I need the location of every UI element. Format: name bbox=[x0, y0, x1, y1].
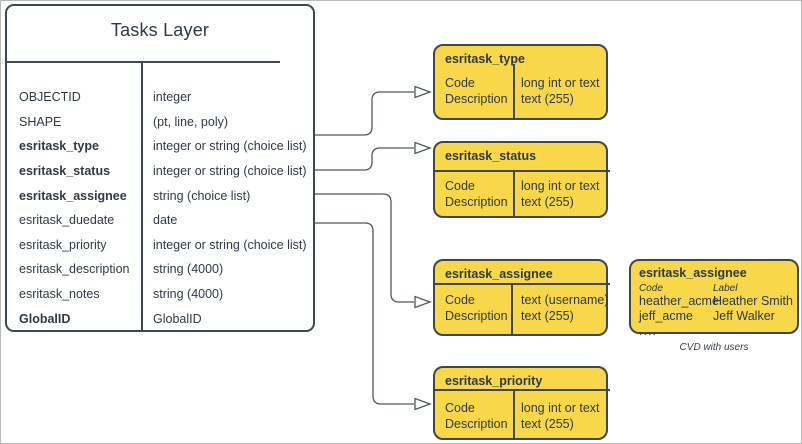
cvd-box-fields: Code Description bbox=[445, 75, 508, 107]
table-row: esritask_duedate date bbox=[7, 208, 311, 233]
field-name: OBJECTID bbox=[19, 90, 81, 105]
tasks-layer-column-divider bbox=[141, 61, 143, 330]
cvd-type: long int or text bbox=[521, 401, 600, 415]
cvd-box-esritask-type: esritask_type Code Description long int … bbox=[433, 44, 608, 120]
cvd-box-fields: Code Description bbox=[445, 400, 508, 432]
cvd-type: text (255) bbox=[521, 309, 574, 323]
field-name: esritask_type bbox=[19, 139, 99, 154]
field-name: GlobalID bbox=[19, 311, 71, 326]
cvd-box-title: esritask_assignee bbox=[445, 267, 553, 281]
user-code: heather_acme bbox=[639, 294, 719, 308]
field-type: integer bbox=[153, 90, 192, 105]
field-type: integer or string (choice list) bbox=[153, 237, 307, 252]
tasks-layer-table: Tasks Layer OBJECTID integer SHAPE (pt, … bbox=[5, 4, 315, 332]
cvd-type: text (255) bbox=[521, 417, 574, 431]
cvd-box-column-divider bbox=[513, 64, 515, 118]
field-type: integer or string (choice list) bbox=[153, 164, 307, 179]
cvd-box-types: long int or text text (255) bbox=[521, 75, 600, 107]
field-type: string (4000) bbox=[153, 262, 224, 277]
cvd-field: Description bbox=[445, 92, 508, 106]
user-code: jeff_acme bbox=[639, 309, 693, 323]
users-box-column-headers: Code Label bbox=[639, 283, 793, 294]
arrowhead-esritask-status-icon bbox=[414, 141, 432, 155]
list-item: heather_acme Heather Smith bbox=[639, 294, 795, 309]
cvd-field: Description bbox=[445, 309, 508, 323]
connector-esritask-status bbox=[315, 147, 414, 171]
connector-esritask-type bbox=[315, 91, 414, 136]
tasks-layer-title: Tasks Layer bbox=[110, 20, 210, 40]
cvd-type: long int or text bbox=[521, 76, 600, 90]
users-box-rows: heather_acme Heather Smith jeff_acme Jef… bbox=[639, 294, 795, 339]
users-ellipsis: .... bbox=[639, 324, 657, 338]
cvd-box-fields: Code Description bbox=[445, 178, 508, 210]
cvd-box-column-divider bbox=[513, 170, 515, 216]
field-type: string (4000) bbox=[153, 287, 224, 302]
list-item: jeff_acme Jeff Walker bbox=[639, 309, 795, 324]
field-name: esritask_notes bbox=[19, 287, 100, 302]
field-type: date bbox=[153, 213, 178, 228]
field-name: esritask_priority bbox=[19, 237, 107, 252]
cvd-box-column-divider bbox=[513, 389, 515, 438]
cvd-box-fields: Code Description bbox=[445, 292, 508, 324]
users-box-title: esritask_assignee bbox=[639, 266, 747, 280]
user-label: Jeff Walker bbox=[713, 309, 775, 323]
table-row: esritask_priority integer or string (cho… bbox=[7, 233, 311, 258]
cvd-box-types: long int or text text (255) bbox=[521, 178, 600, 210]
field-name: esritask_assignee bbox=[19, 188, 127, 203]
field-type: string (choice list) bbox=[153, 188, 251, 203]
table-row: GlobalID GlobalID bbox=[7, 306, 311, 331]
cvd-field: Description bbox=[445, 195, 508, 209]
cvd-box-title: esritask_priority bbox=[445, 374, 543, 388]
connector-esritask-assignee bbox=[315, 193, 414, 303]
cvd-box-esritask-assignee: esritask_assignee Code Description text … bbox=[433, 259, 610, 336]
user-label: Heather Smith bbox=[713, 294, 793, 308]
users-box-caption: CVD with users bbox=[679, 342, 749, 353]
cvd-box-column-divider bbox=[511, 283, 513, 334]
connector-esritask-priority bbox=[315, 222, 414, 405]
cvd-type: text (255) bbox=[521, 195, 574, 209]
cvd-box-title-divider bbox=[433, 283, 610, 285]
cvd-type: text (username) bbox=[521, 293, 609, 307]
field-type: (pt, line, poly) bbox=[153, 114, 229, 129]
cvd-box-title-divider bbox=[433, 170, 610, 172]
table-row: OBJECTID integer bbox=[7, 85, 311, 110]
cvd-box-types: long int or text text (255) bbox=[521, 400, 600, 432]
cvd-box-title-divider bbox=[433, 389, 610, 391]
cvd-field: Code bbox=[445, 179, 475, 193]
field-name: esritask_duedate bbox=[19, 213, 115, 228]
arrowhead-esritask-assignee-icon bbox=[414, 295, 432, 309]
table-row: esritask_status integer or string (choic… bbox=[7, 159, 311, 184]
cvd-field: Code bbox=[445, 401, 475, 415]
table-row: esritask_assignee string (choice list) bbox=[7, 183, 311, 208]
tasks-layer-header-divider bbox=[7, 61, 280, 63]
arrowhead-esritask-type-icon bbox=[414, 85, 432, 99]
table-row: esritask_description string (4000) bbox=[7, 257, 311, 282]
cvd-box-esritask-priority: esritask_priority Code Description long … bbox=[433, 366, 610, 440]
users-col-header-code: Code bbox=[639, 283, 663, 294]
table-row: SHAPE (pt, line, poly) bbox=[7, 110, 311, 135]
cvd-type: text (255) bbox=[521, 92, 574, 106]
field-type: integer or string (choice list) bbox=[153, 139, 307, 154]
cvd-type: long int or text bbox=[521, 179, 600, 193]
users-domain-box: esritask_assignee Code Label heather_acm… bbox=[629, 259, 799, 338]
cvd-box-esritask-status: esritask_status Code Description long in… bbox=[433, 141, 610, 218]
cvd-field: Code bbox=[445, 293, 475, 307]
users-col-header-label: Label bbox=[713, 283, 738, 294]
cvd-field: Code bbox=[445, 76, 475, 90]
cvd-field: Description bbox=[445, 417, 508, 431]
field-name: esritask_description bbox=[19, 262, 130, 277]
tasks-layer-field-list: OBJECTID integer SHAPE (pt, line, poly) … bbox=[7, 85, 311, 331]
cvd-box-title: esritask_status bbox=[445, 149, 537, 163]
field-name: esritask_status bbox=[19, 164, 111, 179]
table-row: esritask_type integer or string (choice … bbox=[7, 134, 311, 159]
field-type: GlobalID bbox=[153, 311, 202, 326]
field-name: SHAPE bbox=[19, 114, 62, 129]
table-row: esritask_notes string (4000) bbox=[7, 282, 311, 307]
arrowhead-esritask-priority-icon bbox=[414, 397, 432, 411]
cvd-box-types: text (username) text (255) bbox=[521, 292, 609, 324]
cvd-box-title: esritask_type bbox=[445, 52, 525, 66]
